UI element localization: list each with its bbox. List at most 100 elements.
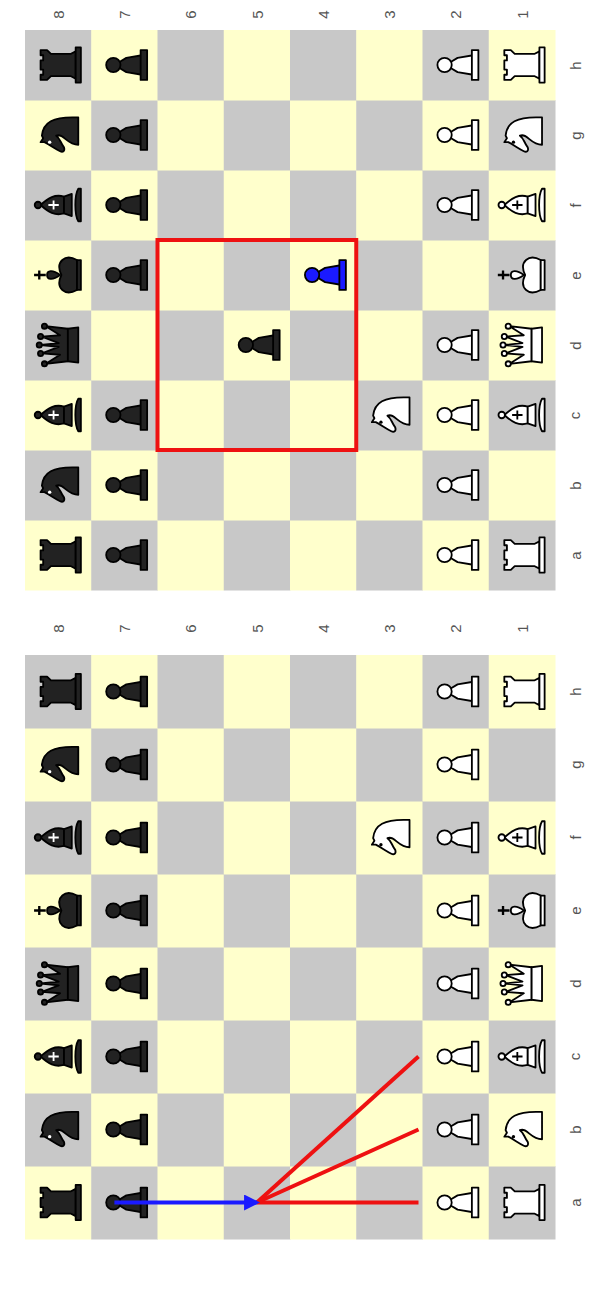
board-square xyxy=(489,1020,556,1094)
chess-piece xyxy=(437,969,478,999)
chess-piece xyxy=(41,747,79,781)
board-square xyxy=(25,874,92,948)
rank-label: 7 xyxy=(117,624,132,632)
chess-piece xyxy=(106,823,147,853)
board-square xyxy=(290,1020,357,1094)
board-square xyxy=(158,310,225,381)
chess-piece xyxy=(437,1188,478,1218)
board-square xyxy=(25,450,92,521)
board-square xyxy=(158,947,225,1021)
board-square xyxy=(158,170,225,241)
file-label: h xyxy=(568,61,583,69)
file-label: b xyxy=(568,481,583,489)
board-square xyxy=(423,520,490,591)
chess-board xyxy=(25,30,556,591)
chess-piece xyxy=(372,397,410,431)
board-square xyxy=(423,240,490,311)
rank-label: 4 xyxy=(316,10,331,18)
chess-piece xyxy=(437,540,478,570)
board-square xyxy=(290,310,357,381)
file-label: d xyxy=(568,341,583,349)
highlight-box xyxy=(158,240,357,450)
chess-piece xyxy=(41,467,79,501)
board-square xyxy=(356,947,423,1021)
board-square xyxy=(91,655,158,729)
board-square xyxy=(423,1020,490,1094)
rank-label: 1 xyxy=(514,10,529,18)
board-square xyxy=(356,450,423,521)
board-square xyxy=(356,655,423,729)
board-square xyxy=(158,801,225,875)
board-square xyxy=(489,310,556,381)
board-square xyxy=(356,100,423,171)
chess-piece xyxy=(41,537,81,572)
board-square xyxy=(91,30,158,101)
chess-piece xyxy=(498,258,545,293)
board-square xyxy=(489,380,556,451)
board-square xyxy=(25,30,92,101)
chess-piece xyxy=(500,324,542,367)
board-square xyxy=(290,380,357,451)
file-label: d xyxy=(568,979,583,987)
chess-piece xyxy=(34,893,81,928)
chess-piece xyxy=(504,1185,544,1220)
chess-piece xyxy=(106,750,147,780)
board-square xyxy=(224,380,291,451)
rank-label: 8 xyxy=(51,624,66,632)
board-square xyxy=(224,100,291,171)
board-square xyxy=(158,380,225,451)
chess-piece xyxy=(106,1042,147,1072)
chess-piece xyxy=(498,189,544,222)
board-square xyxy=(489,801,556,875)
attack-line xyxy=(257,1130,419,1203)
chess-piece xyxy=(305,260,346,290)
board-square xyxy=(489,655,556,729)
chess-piece xyxy=(372,820,410,854)
board-square xyxy=(91,240,158,311)
rank-label: 5 xyxy=(249,624,264,632)
board-square xyxy=(224,170,291,241)
chess-piece xyxy=(106,120,147,150)
file-label: a xyxy=(568,1198,583,1206)
chess-piece xyxy=(37,962,79,1005)
board-square xyxy=(25,310,92,381)
board-square xyxy=(158,30,225,101)
file-label: b xyxy=(568,1125,583,1133)
board-square xyxy=(91,1093,158,1167)
file-label: e xyxy=(568,271,583,279)
chess-piece xyxy=(35,399,81,432)
board-square xyxy=(290,100,357,171)
file-label: c xyxy=(568,1053,583,1061)
board-square xyxy=(423,874,490,948)
chess-piece xyxy=(498,893,545,928)
chess-piece xyxy=(437,677,478,707)
chess-piece xyxy=(41,47,81,82)
file-label: g xyxy=(568,760,583,768)
chess-piece xyxy=(437,330,478,360)
chess-piece xyxy=(106,540,147,570)
board-square xyxy=(224,801,291,875)
chess-piece xyxy=(504,1112,542,1146)
rank-label: 2 xyxy=(448,10,463,18)
board-square xyxy=(25,655,92,729)
board-square xyxy=(158,1093,225,1167)
attack-line xyxy=(257,1201,419,1205)
move-arrow xyxy=(114,1201,257,1205)
chess-piece xyxy=(106,677,147,707)
board-square xyxy=(224,655,291,729)
board-square xyxy=(290,520,357,591)
board-square xyxy=(290,655,357,729)
board-square xyxy=(489,170,556,241)
board-square xyxy=(91,947,158,1021)
board-square xyxy=(423,380,490,451)
chess-piece xyxy=(437,750,478,780)
board-square xyxy=(91,450,158,521)
board-square xyxy=(158,655,225,729)
file-label: c xyxy=(568,411,583,419)
board-square xyxy=(356,728,423,802)
chess-piece xyxy=(106,50,147,80)
board-square xyxy=(25,520,92,591)
board-square xyxy=(356,874,423,948)
board-square xyxy=(489,1093,556,1167)
